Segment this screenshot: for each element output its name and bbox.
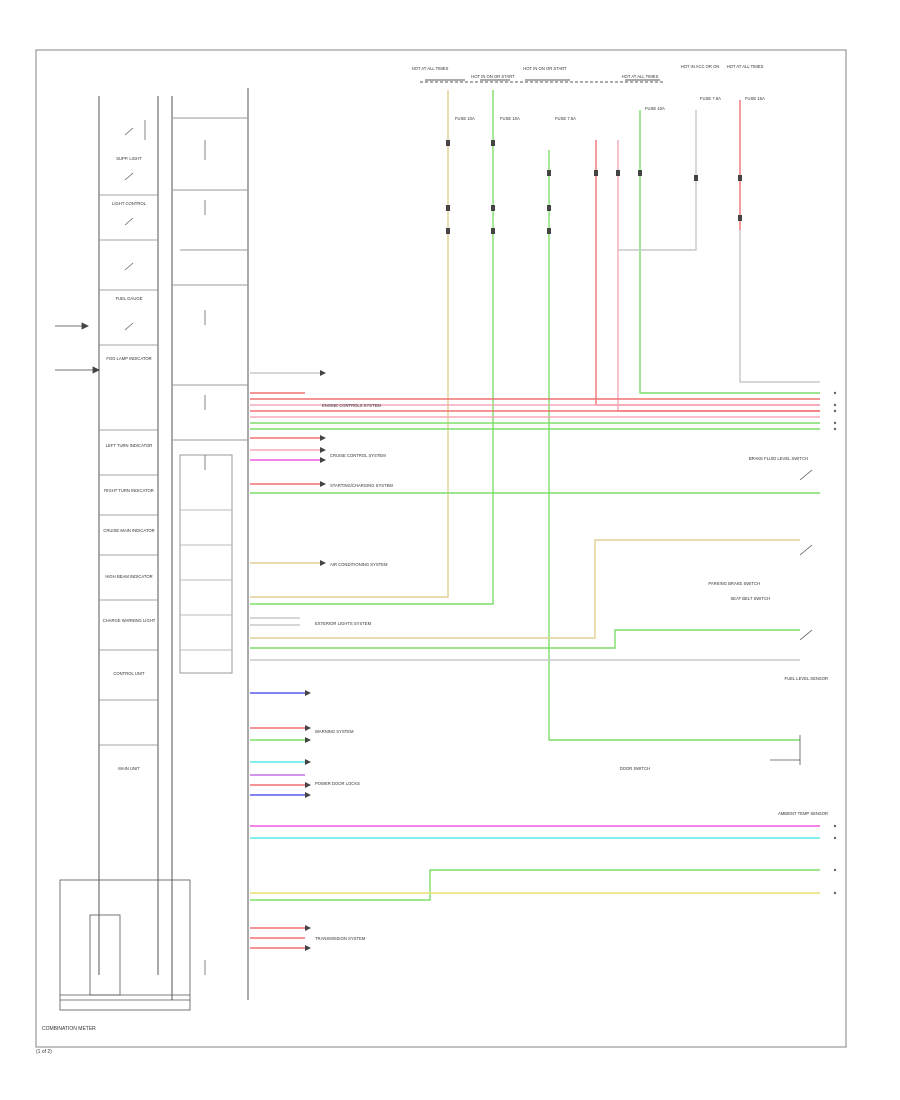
- stub-wires: [250, 372, 320, 949]
- power-source-label: HOT AT ALL TIMES: [727, 64, 764, 69]
- right-device-label: FUEL LEVEL SENSOR: [785, 676, 828, 681]
- system-label: AIR CONDITIONING SYSTEM: [330, 562, 388, 567]
- meter-block-label: LEFT TURN INDICATOR: [106, 443, 153, 448]
- system-label: TRANSMISSION SYSTEM: [315, 936, 366, 941]
- page-indicator: (1 of 2): [36, 1049, 52, 1055]
- fuse-label: FUSE 10A: [500, 116, 520, 121]
- fuse-label: FUSE 7.5A: [555, 116, 576, 121]
- fuse-label: FUSE 10A: [645, 106, 665, 111]
- left-inputs: [55, 322, 100, 374]
- system-label: ENGINE CONTROLS SYSTEM: [322, 403, 381, 408]
- meter-block-label: FUEL GAUGE: [116, 296, 143, 301]
- system-labels: ENGINE CONTROLS SYSTEM CRUISE CONTROL SY…: [315, 403, 393, 941]
- system-arrows: [305, 370, 326, 951]
- fuse-label: FUSE 15A: [745, 96, 765, 101]
- power-source-label: HOT AT ALL TIMES: [622, 74, 659, 79]
- power-source-label: HOT AT ALL TIMES: [412, 66, 449, 71]
- system-label: WARNING SYSTEM: [315, 729, 354, 734]
- wire-tan-vertical: [250, 90, 449, 598]
- wire-tan-long: [250, 539, 800, 639]
- meter-block-label: CRUISE MAIN INDICATOR: [103, 528, 154, 533]
- meter-block-labels: SUPP. LIGHT LIGHT CONTROL FUEL GAUGE FOG…: [103, 156, 156, 771]
- right-device-label: DOOR SWITCH: [620, 766, 650, 771]
- right-device-label: BRAKE FLUID LEVEL SWITCH: [749, 456, 808, 461]
- meter-block-label: LIGHT CONTROL: [112, 201, 147, 206]
- right-device-label: AMBIENT TEMP SENSOR: [778, 811, 828, 816]
- meter-block-label: CHARGE WARNING LIGHT: [103, 618, 156, 623]
- system-label: POWER DOOR LOCKS: [315, 781, 360, 786]
- right-device-label: SEAT BELT SWITCH: [731, 596, 770, 601]
- system-label: STARTING/CHARGING SYSTEM: [330, 483, 393, 488]
- wire-green-long: [250, 869, 820, 901]
- fuse-label: FUSE 7.5A: [700, 96, 721, 101]
- wire-green-vertical-2: [548, 150, 800, 741]
- ground-bracket: [59, 879, 191, 1011]
- wire-red-vertical: [595, 140, 820, 406]
- power-source-label: HOT IN ON OR START: [523, 66, 567, 71]
- wire-gray-vertical-1: [618, 110, 697, 251]
- right-devices: [770, 469, 813, 765]
- meter-block-label: MAIN UNIT: [118, 766, 140, 771]
- power-source-label: HOT IN ACC OR ON: [681, 64, 720, 69]
- meter-block-label: HIGH BEAM INDICATOR: [105, 574, 152, 579]
- meter-block-label: RIGHT TURN INDICATOR: [104, 488, 153, 493]
- fuse-label: FUSE 10A: [455, 116, 475, 121]
- right-device-labels: FUEL LEVEL SENSOR BRAKE FLUID LEVEL SWIT…: [620, 456, 828, 816]
- meter-block-label: FOG LAMP INDICATOR: [106, 356, 151, 361]
- horizontal-wires-top: [250, 398, 820, 430]
- system-label: CRUISE CONTROL SYSTEM: [330, 453, 386, 458]
- system-label: EXTERIOR LIGHTS SYSTEM: [315, 621, 372, 626]
- meter-switch-marks: [124, 120, 206, 975]
- power-bars: [420, 79, 665, 83]
- wire-gray-vertical-2: [739, 230, 820, 383]
- meter-body: [98, 88, 249, 1000]
- wire-green-vertical-3: [639, 110, 820, 394]
- power-source-label: HOT IN ON OR START: [471, 74, 515, 79]
- meter-block-label: SUPP. LIGHT: [116, 156, 142, 161]
- fuse-labels: FUSE 10A FUSE 10A FUSE 7.5A FUSE 10A FUS…: [455, 96, 765, 121]
- diagram-frame: [35, 49, 847, 1048]
- diagram-title: COMBINATION METER: [42, 1026, 96, 1032]
- wire-pink-vertical: [617, 140, 820, 412]
- meter-block-dividers: [99, 194, 158, 746]
- connector-markers: [446, 140, 742, 234]
- right-terminals: [833, 391, 837, 895]
- horizontal-wires-right: [250, 492, 820, 901]
- meter-block-label: CONTROL UNIT: [113, 671, 145, 676]
- wire-green-long: [250, 629, 800, 649]
- wire-green-vertical-1: [250, 90, 494, 605]
- vertical-wires: [250, 90, 820, 741]
- power-sources: HOT AT ALL TIMES HOT IN ON OR START HOT …: [412, 64, 764, 79]
- right-device-label: PARKING BRAKE SWITCH: [708, 581, 760, 586]
